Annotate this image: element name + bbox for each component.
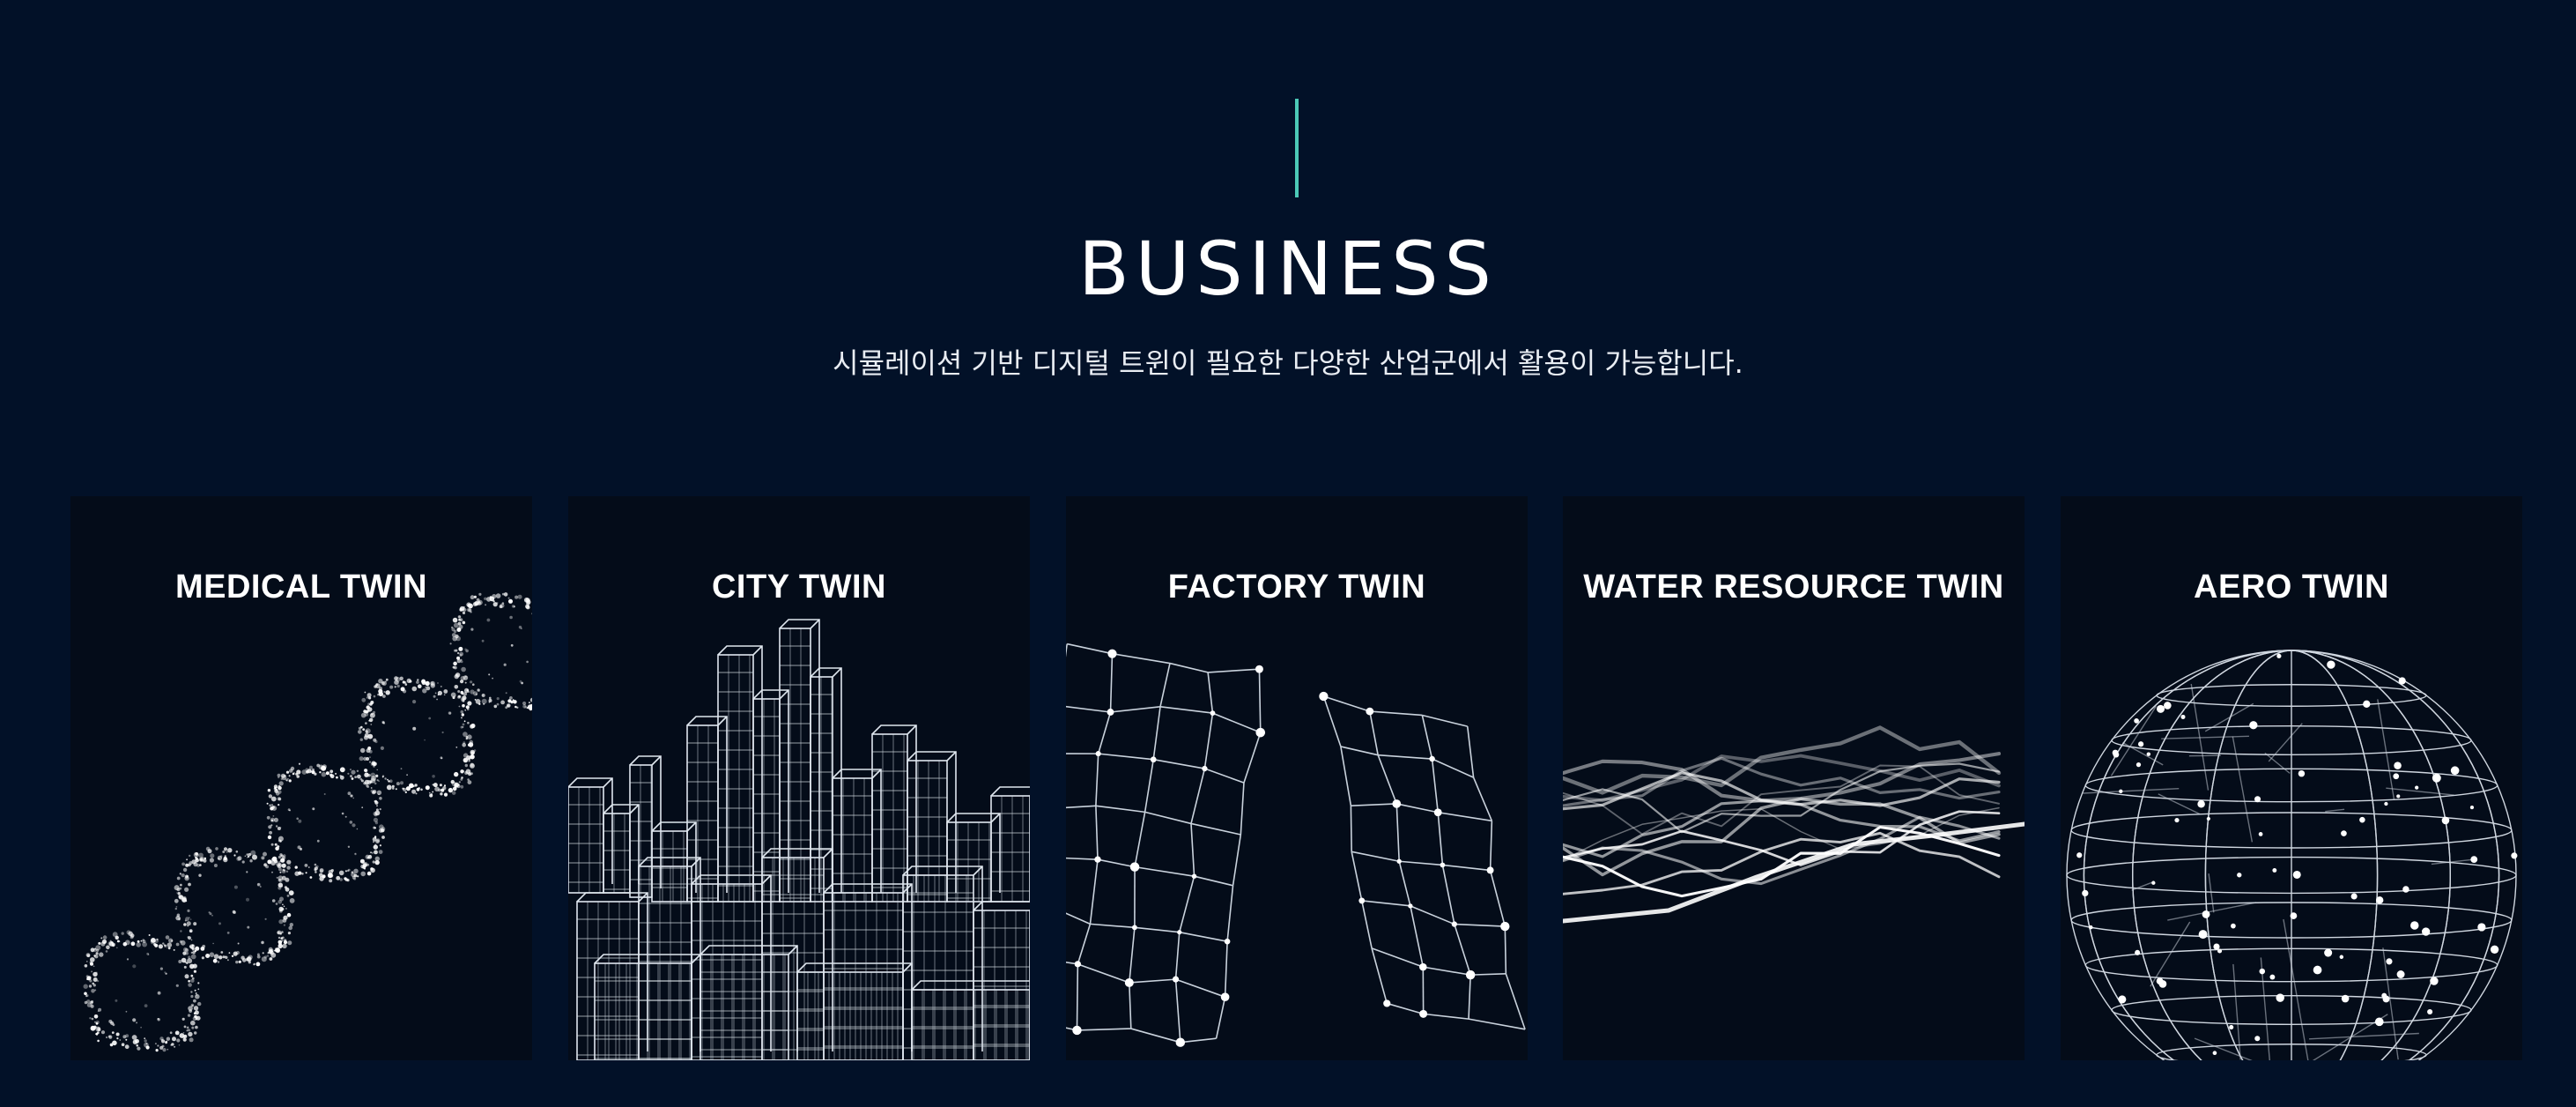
card-title: MEDICAL TWIN [174,568,428,606]
header-accent-line [1295,99,1299,197]
card-title: AERO TWIN [2194,568,2389,606]
wireframe-globe-icon [2066,650,2518,1060]
card-city-twin[interactable]: CITY TWIN [568,496,1030,1060]
section-title: BUSINESS [1078,226,1498,312]
card-title: CITY TWIN [711,568,886,606]
section-subtitle: 시뮬레이션 기반 디지털 트윈이 필요한 다양한 산업군에서 활용이 가능합니다… [833,346,1743,380]
card-factory-twin[interactable]: FACTORY TWIN [1066,496,1528,1060]
card-title: WATER RESOURCE TWIN [1583,568,2004,606]
card-medical-twin[interactable]: MEDICAL TWIN [70,496,532,1060]
card-water-resource-twin[interactable]: WATER RESOURCE TWIN [1563,496,2025,1060]
wave-lines-icon [1563,725,2025,924]
network-mesh-icon [1066,643,1526,1047]
card-aero-twin[interactable]: AERO TWIN [2061,496,2522,1060]
dna-helix-icon [83,592,532,1052]
business-cards: MEDICAL TWIN CITY TWIN FACTORY TWIN WATE… [70,496,2523,1060]
card-title: FACTORY TWIN [1167,568,1426,606]
wireframe-city-icon [568,619,1030,1060]
